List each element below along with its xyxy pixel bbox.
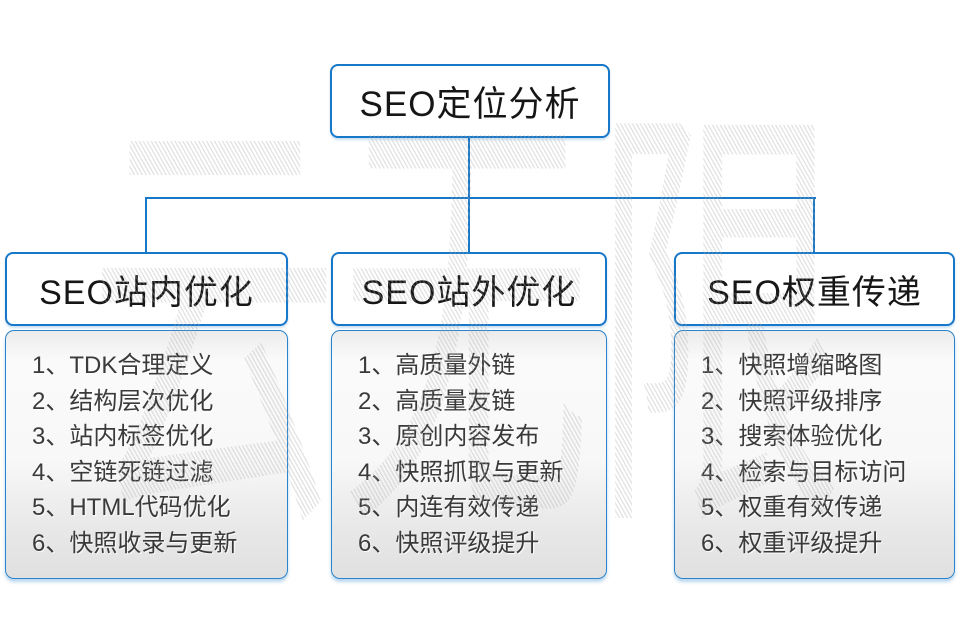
root-node-title: SEO定位分析 [359, 84, 581, 124]
connector-horizontal [145, 197, 816, 199]
list-item: 3、站内标签优化 [32, 423, 214, 451]
list-item: 2、高质量友链 [358, 387, 516, 415]
connector-branch-1-down [145, 197, 147, 253]
connector-branch-3-down [813, 197, 815, 253]
branch-panel-weight: 1、快照增缩略图 2、快照评级排序 3、搜索体验优化 4、检索与目标访问 5、权… [674, 330, 955, 579]
list-item: 1、快照增缩略图 [701, 352, 883, 379]
root-node: SEO定位分析 [330, 64, 610, 138]
branch-header-weight: SEO权重传递 [674, 252, 955, 326]
connector-branch-2-down [468, 197, 470, 253]
list-item: 5、HTML代码优化 [32, 494, 231, 522]
connector-root-down [468, 136, 470, 198]
branch-header-weight-title: SEO权重传递 [707, 273, 922, 312]
list-item: 6、权重评级提升 [701, 529, 883, 557]
list-item: 3、搜索体验优化 [701, 423, 883, 451]
branch-header-offsite: SEO站外优化 [331, 252, 607, 326]
branch-header-onsite: SEO站内优化 [5, 252, 288, 326]
list-item: 4、空链死链过滤 [32, 458, 214, 486]
list-item: 3、原创内容发布 [358, 423, 540, 451]
list-item: 6、快照收录与更新 [32, 529, 238, 557]
branch-panel-offsite: 1、高质量外链 2、高质量友链 3、原创内容发布 4、快照抓取与更新 5、内连有… [331, 330, 607, 579]
branch-panel-onsite: 1、TDK合理定义 2、结构层次优化 3、站内标签优化 4、空链死链过滤 5、H… [5, 330, 288, 579]
list-item: 1、TDK合理定义 [32, 352, 214, 379]
list-item: 5、内连有效传递 [358, 494, 540, 522]
branch-header-onsite-title: SEO站内优化 [39, 273, 254, 312]
list-item: 2、快照评级排序 [701, 387, 883, 415]
branch-header-offsite-title: SEO站外优化 [361, 273, 577, 312]
list-item: 5、权重有效传递 [701, 494, 883, 522]
list-item: 2、结构层次优化 [32, 387, 214, 415]
list-item: 1、高质量外链 [358, 352, 516, 379]
list-item: 4、检索与目标访问 [701, 458, 907, 486]
list-item: 4、快照抓取与更新 [358, 458, 564, 486]
list-item: 6、快照评级提升 [358, 529, 540, 557]
